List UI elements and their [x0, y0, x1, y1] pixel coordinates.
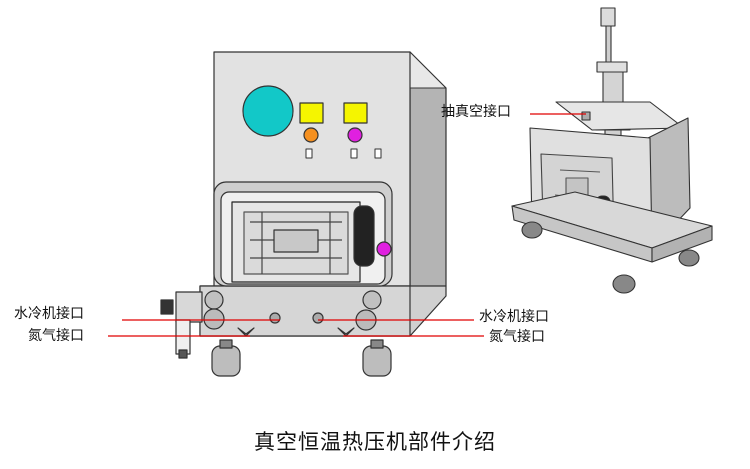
right-machine	[511, 7, 713, 294]
door-magenta-button	[376, 241, 392, 257]
display-dial	[242, 85, 294, 137]
left-machine	[160, 51, 447, 377]
label-vacuum-port: 抽真空接口	[441, 104, 511, 120]
figure-caption: 真空恒温热压机部件介绍	[254, 430, 496, 454]
left-leader-lines	[108, 319, 484, 337]
yellow-indicator-1	[299, 102, 324, 124]
label-water-cool-left: 水冷机接口	[14, 306, 84, 322]
label-nitrogen-right: 氮气接口	[489, 329, 545, 345]
label-water-cool-right: 水冷机接口	[479, 309, 549, 325]
yellow-indicator-2	[343, 102, 368, 124]
orange-button	[303, 127, 319, 143]
magenta-button	[347, 127, 363, 143]
label-nitrogen-left: 氮气接口	[28, 328, 84, 344]
